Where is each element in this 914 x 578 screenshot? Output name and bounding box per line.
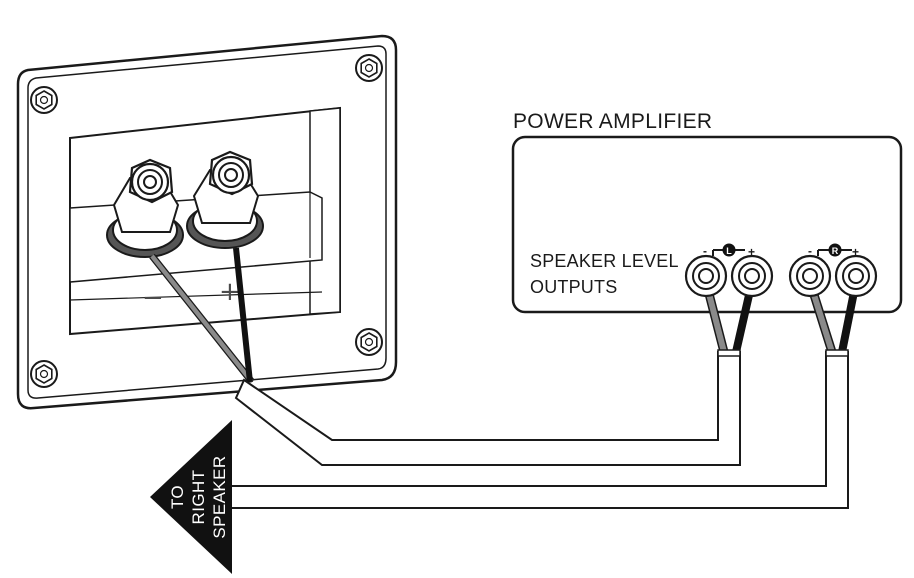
right-channel-header: - R + <box>808 243 859 259</box>
plate-plus-label: + <box>219 277 241 307</box>
plate-inner-rim <box>27 45 387 399</box>
plate-screw-top-right <box>355 54 383 82</box>
left-channel-badge: L <box>726 246 732 256</box>
plate-screw-bottom-right <box>355 328 383 356</box>
speaker-binding-post-negative[interactable] <box>106 158 184 258</box>
arrow-text-line2: RIGHT <box>189 470 208 525</box>
speaker-binding-post-positive[interactable] <box>186 150 264 249</box>
left-plus-jack[interactable] <box>730 254 774 298</box>
amplifier-title: POWER AMPLIFIER <box>513 110 712 133</box>
arrow-text-line3: SPEAKER <box>210 455 229 538</box>
left-minus-jack[interactable] <box>684 254 728 298</box>
arrow-shape <box>150 420 232 574</box>
plate-minus-label: − <box>142 283 164 313</box>
left-channel-header: - L + <box>703 243 755 259</box>
right-minus-label: - <box>808 244 812 258</box>
power-amplifier: POWER AMPLIFIER SPEAKER LEVEL OUTPUTS - … <box>511 110 903 357</box>
right-minus-jack[interactable] <box>788 254 832 298</box>
outputs-label-line2: OUTPUTS <box>530 277 617 297</box>
outputs-label-line1: SPEAKER LEVEL <box>530 251 679 271</box>
right-channel-badge: R <box>832 246 839 256</box>
left-plus-label: + <box>748 245 755 259</box>
right-plus-label: + <box>852 245 859 259</box>
plate-screw-top-left <box>30 86 58 114</box>
plate-screw-bottom-left <box>30 360 58 388</box>
arrow-text-line1: TO <box>168 485 187 509</box>
to-right-speaker-arrow: TO RIGHT SPEAKER <box>150 420 232 574</box>
right-plus-jack[interactable] <box>834 254 878 298</box>
left-minus-label: - <box>703 244 707 258</box>
